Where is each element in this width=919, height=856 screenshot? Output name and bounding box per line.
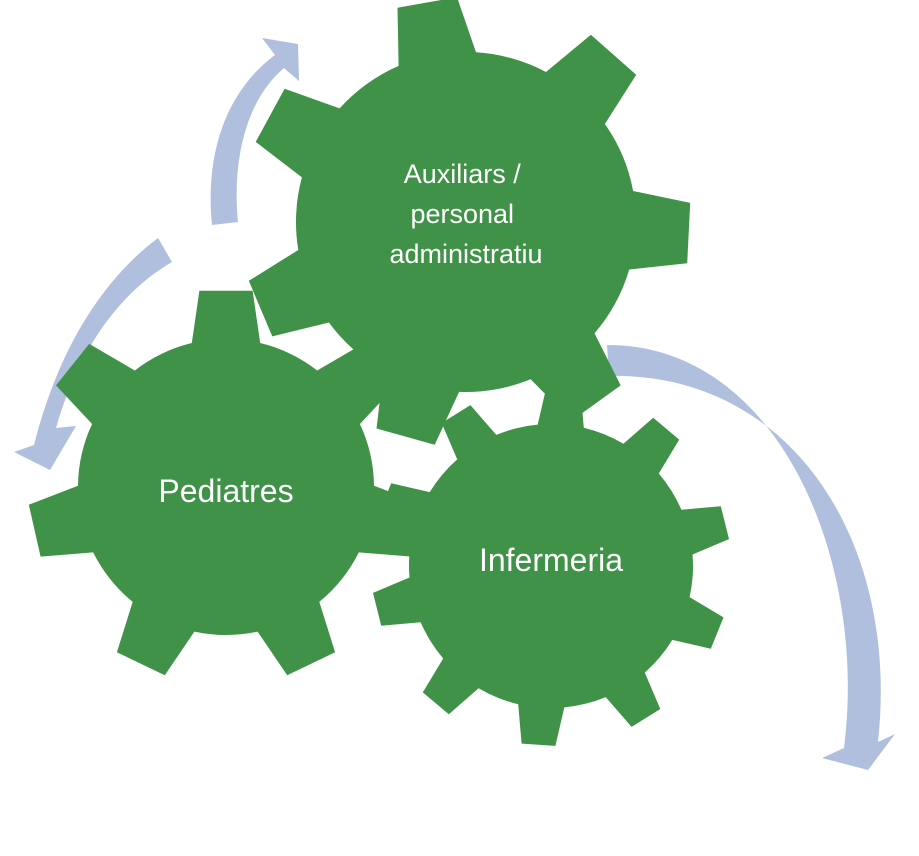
gear-label-auxiliars-line-2: personal bbox=[410, 199, 514, 229]
gear-group bbox=[28, 0, 729, 746]
gear-auxiliars bbox=[248, 0, 691, 445]
gear-label-pediatres-line-1: Pediatres bbox=[158, 473, 293, 509]
gear-infermeria bbox=[373, 386, 729, 746]
gear-label-auxiliars-line-1: Auxiliars / bbox=[404, 159, 522, 189]
arrow-top-left bbox=[210, 38, 299, 225]
gear-label-auxiliars: Auxiliars / personal administratiu bbox=[389, 159, 542, 269]
gear-pediatres bbox=[28, 290, 424, 676]
gear-label-auxiliars-line-3: administratiu bbox=[389, 239, 542, 269]
arrow-left bbox=[14, 238, 172, 470]
gear-label-infermeria-line-1: Infermeria bbox=[479, 542, 623, 578]
gear-label-infermeria: Infermeria bbox=[479, 542, 623, 578]
gear-label-pediatres: Pediatres bbox=[158, 473, 293, 509]
cycle-arrows bbox=[14, 38, 895, 770]
arrow-right bbox=[607, 344, 895, 770]
